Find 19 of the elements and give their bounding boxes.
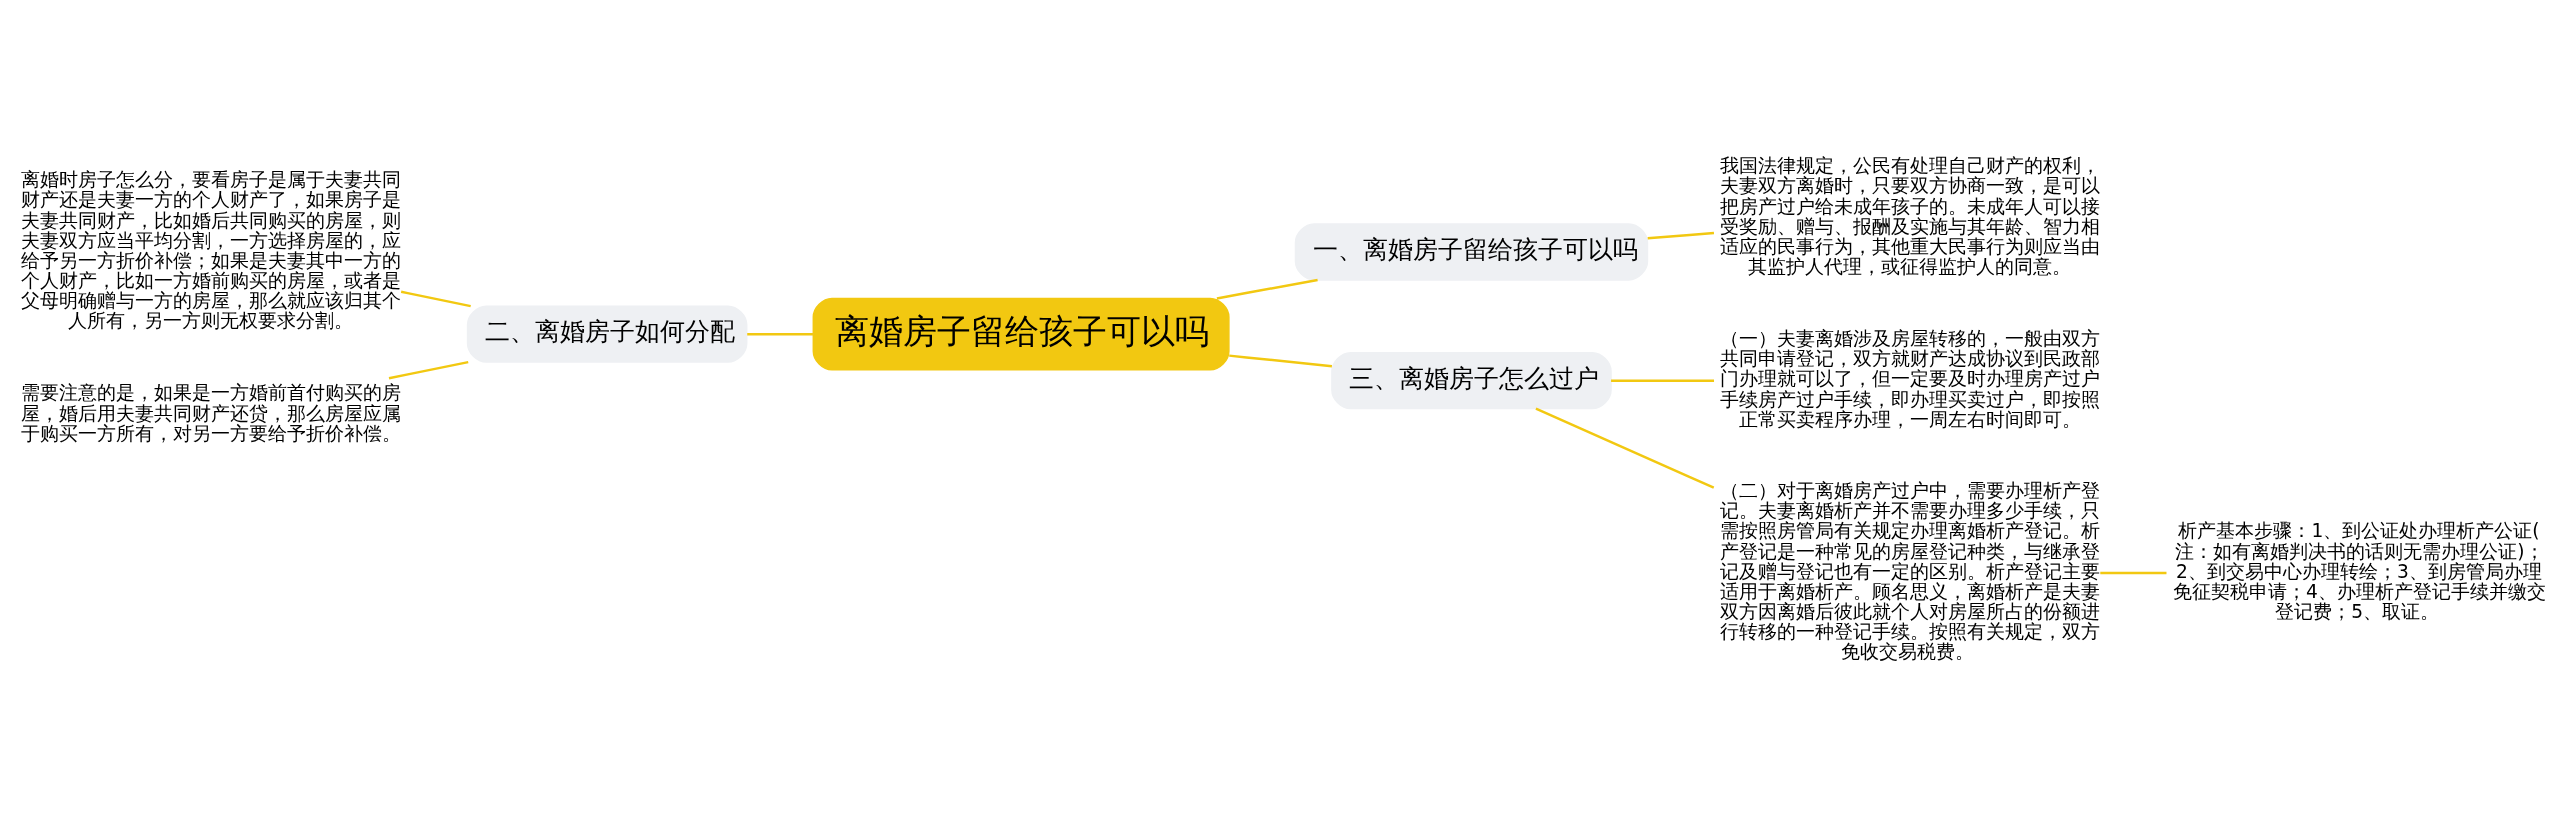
connector [1611,379,1714,382]
node-text: 离婚时房子怎么分，要看房子是属于夫妻共同财产还是夫妻一方的个人财产了，如果房子是夫妻共同财产，比如婚后共同购买的房屋，则夫妻双方应当平均分割，一方选择房屋的，应给予另一方折价补偿；如果是夫妻其中一方的个人财产，比如一方婚前购买的房屋，或者是父母明确赠与一方的房屋，那么就应该归其个人所有，另一方则无权要求分割。 [21,169,402,332]
connector [2100,571,2167,575]
node-text: 析产基本步骤：1、到公证处办理析产公证(注：如有离婚判决书的话则无需办理公证)；2、到交易中心办理转绘；3、到房管局办理免征契税申请；4、办理析产登记手续并缴交登记费；5、取证。 [2173,520,2546,623]
connector [1535,407,1715,489]
connector [388,360,469,380]
node-box: 离婚房子留给孩子可以吗 [812,297,1230,371]
connector [747,332,813,336]
node-text: （二）对于离婚房产过户中，需要办理析产登记。夫妻离婚析产并不需要办理多少手续，只需按照房管局有关规定办理离婚析产登记。析产登记是一种常见的房屋登记种类，与继承登记及赠与登记也有一定的区别。析产登记主要适用于离婚析产。顾名思义，离婚析产是夫妻双方因离婚后彼此就个人对房屋所占的份额进行转移的一种登记手续。按照有关规定，双方免收交易税费。 [1720,480,2101,663]
node-box: 三、离婚房子怎么过户 [1331,351,1612,410]
node-text: 我国法律规定，公民有处理自己财产的权利，夫妻双方离婚时，只要双方协商一致，是可以把房产过户给未成年孩子的。未成年人可以接受奖励、赠与、报酬及实施与其年龄、智力相适应的民事行为，其他重大民事行为则应当由其监护人代理，或征得监护人的同意。 [1720,155,2101,278]
node-text: （一）夫妻离婚涉及房屋转移的，一般由双方共同申请登记，双方就财产达成协议到民政部门办理就可以了，但一定要及时办理房产过户手续房产过户手续，即办理买卖过户，即按照正常买卖程序办理，一周左右时间即可。 [1720,328,2101,430]
connector [400,290,471,308]
connector [1216,278,1318,300]
connector [1229,354,1333,368]
node-box: 二、离婚房子如何分配 [466,305,748,363]
connector [1647,231,1715,240]
node-box: 一、离婚房子留给孩子可以吗 [1294,223,1649,281]
node-text: 需要注意的是，如果是一方婚前首付购买的房屋，婚后用夫妻共同财产还贷，那么房屋应属于购买一方所有，对另一方要给予折价补偿。 [21,382,402,444]
